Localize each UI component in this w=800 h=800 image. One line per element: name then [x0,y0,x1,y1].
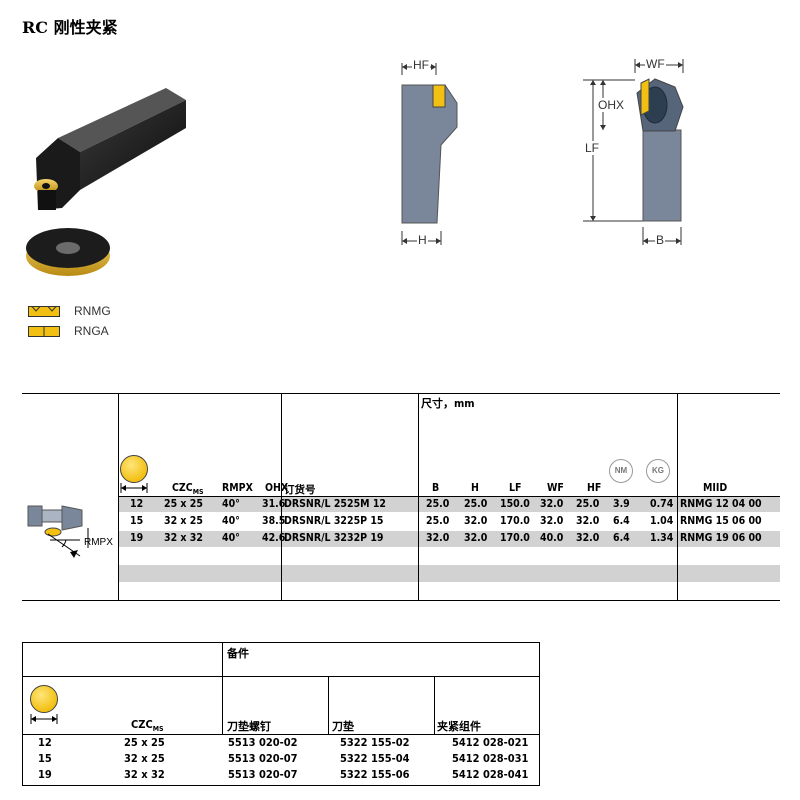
cell-screw: 5513 020-02 [228,736,298,749]
col-shim-screw: 刀垫螺钉 [227,720,271,733]
legend-label: RNMG [74,304,111,318]
cell-hf: 32.0 [576,532,600,544]
cell-miid: RNMG 12 04 00 [680,498,762,510]
cell-h: 32.0 [464,532,488,544]
rmpx-diagram [27,505,89,558]
dim-b: B [655,233,666,247]
cell-wf: 32.0 [540,515,564,527]
cell-rmpx: 40° [222,498,240,510]
col-lf: LF [509,482,522,494]
tool-holder-image [26,88,186,276]
cell-clamp: 5412 028-031 [452,752,529,765]
rmpx-diagram-label: RMPX [84,537,113,548]
cell-shim: 5322 155-04 [340,752,410,765]
cell-ohx: 38.5 [262,515,286,527]
cell-kg: 0.74 [650,498,674,510]
dim-h: H [417,233,428,247]
cell-screw: 5513 020-07 [228,768,298,781]
cell-shim: 5322 155-06 [340,768,410,781]
dimensions-header: 尺寸，mm [421,397,475,410]
cell-czc: 32 x 32 [124,768,165,781]
nm-badge: NM [609,459,633,483]
cell-miid: RNMG 15 06 00 [680,515,762,527]
cell-kg: 1.34 [650,532,674,544]
col-wf: WF [547,482,564,494]
dim-hf: HF [412,58,430,72]
cell-order: DRSNR/L 3225P 15 [284,515,384,527]
cell-d: 15 [38,752,52,765]
cell-hf: 32.0 [576,515,600,527]
col-czc: CZCMS [172,482,204,497]
side-view-drawing [583,59,684,245]
cell-czc: 25 x 25 [164,498,203,510]
cell-order: DRSNR/L 3232P 19 [284,532,384,544]
cell-wf: 32.0 [540,498,564,510]
col-order-code: 订货号 [284,484,316,496]
insert-circle-icon [30,685,58,713]
page-title: RC 刚性夹紧 [22,18,118,37]
col-b: B [432,482,440,494]
cell-d: 19 [130,532,144,544]
cell-czc: 32 x 25 [164,515,203,527]
cell-shim: 5322 155-02 [340,736,410,749]
cell-b: 32.0 [426,532,450,544]
cell-screw: 5513 020-07 [228,752,298,765]
cell-ohx: 42.6 [262,532,286,544]
cell-lf: 170.0 [500,532,530,544]
kg-badge: KG [646,459,670,483]
cell-lf: 150.0 [500,498,530,510]
cell-lf: 170.0 [500,515,530,527]
cell-rmpx: 40° [222,515,240,527]
width-dimension-icon [30,714,58,724]
cell-nm: 6.4 [613,532,630,544]
cell-clamp: 5412 028-021 [452,736,529,749]
cell-ohx: 31.6 [262,498,286,510]
col-rmpx: RMPX [222,482,253,494]
cell-h: 25.0 [464,498,488,510]
col-clamp-set: 夹紧组件 [437,720,481,733]
cell-clamp: 5412 028-041 [452,768,529,781]
cell-b: 25.0 [426,498,450,510]
dim-wf: WF [645,57,666,71]
cell-miid: RNMG 19 06 00 [680,532,762,544]
insert-profile-rnga-icon [28,326,60,337]
legend-label: RNGA [74,324,109,338]
cell-kg: 1.04 [650,515,674,527]
width-dimension-icon [120,483,148,493]
col-h: H [471,482,479,494]
col-ohx: OHX [265,482,289,494]
cell-rmpx: 40° [222,532,240,544]
insert-circle-icon [120,455,148,483]
cell-czc: 32 x 25 [124,752,165,765]
cell-wf: 40.0 [540,532,564,544]
cell-d: 12 [130,498,144,510]
cell-hf: 25.0 [576,498,600,510]
cell-h: 32.0 [464,515,488,527]
col-miid: MIID [703,482,728,494]
spare-parts-header: 备件 [227,647,249,660]
col-hf: HF [587,482,602,494]
cell-czc: 25 x 25 [124,736,165,749]
cell-nm: 3.9 [613,498,630,510]
cell-order: DRSNR/L 2525M 12 [284,498,386,510]
dim-ohx: OHX [597,98,626,112]
cell-d: 19 [38,768,52,781]
dim-lf: LF [584,141,601,155]
col-czc: CZCMS [131,718,164,734]
cell-d: 15 [130,515,144,527]
cell-b: 25.0 [426,515,450,527]
cell-nm: 6.4 [613,515,630,527]
cell-d: 12 [38,736,52,749]
insert-profile-rnmg-icon [28,306,60,317]
cell-czc: 32 x 32 [164,532,203,544]
col-shim: 刀垫 [332,720,354,733]
